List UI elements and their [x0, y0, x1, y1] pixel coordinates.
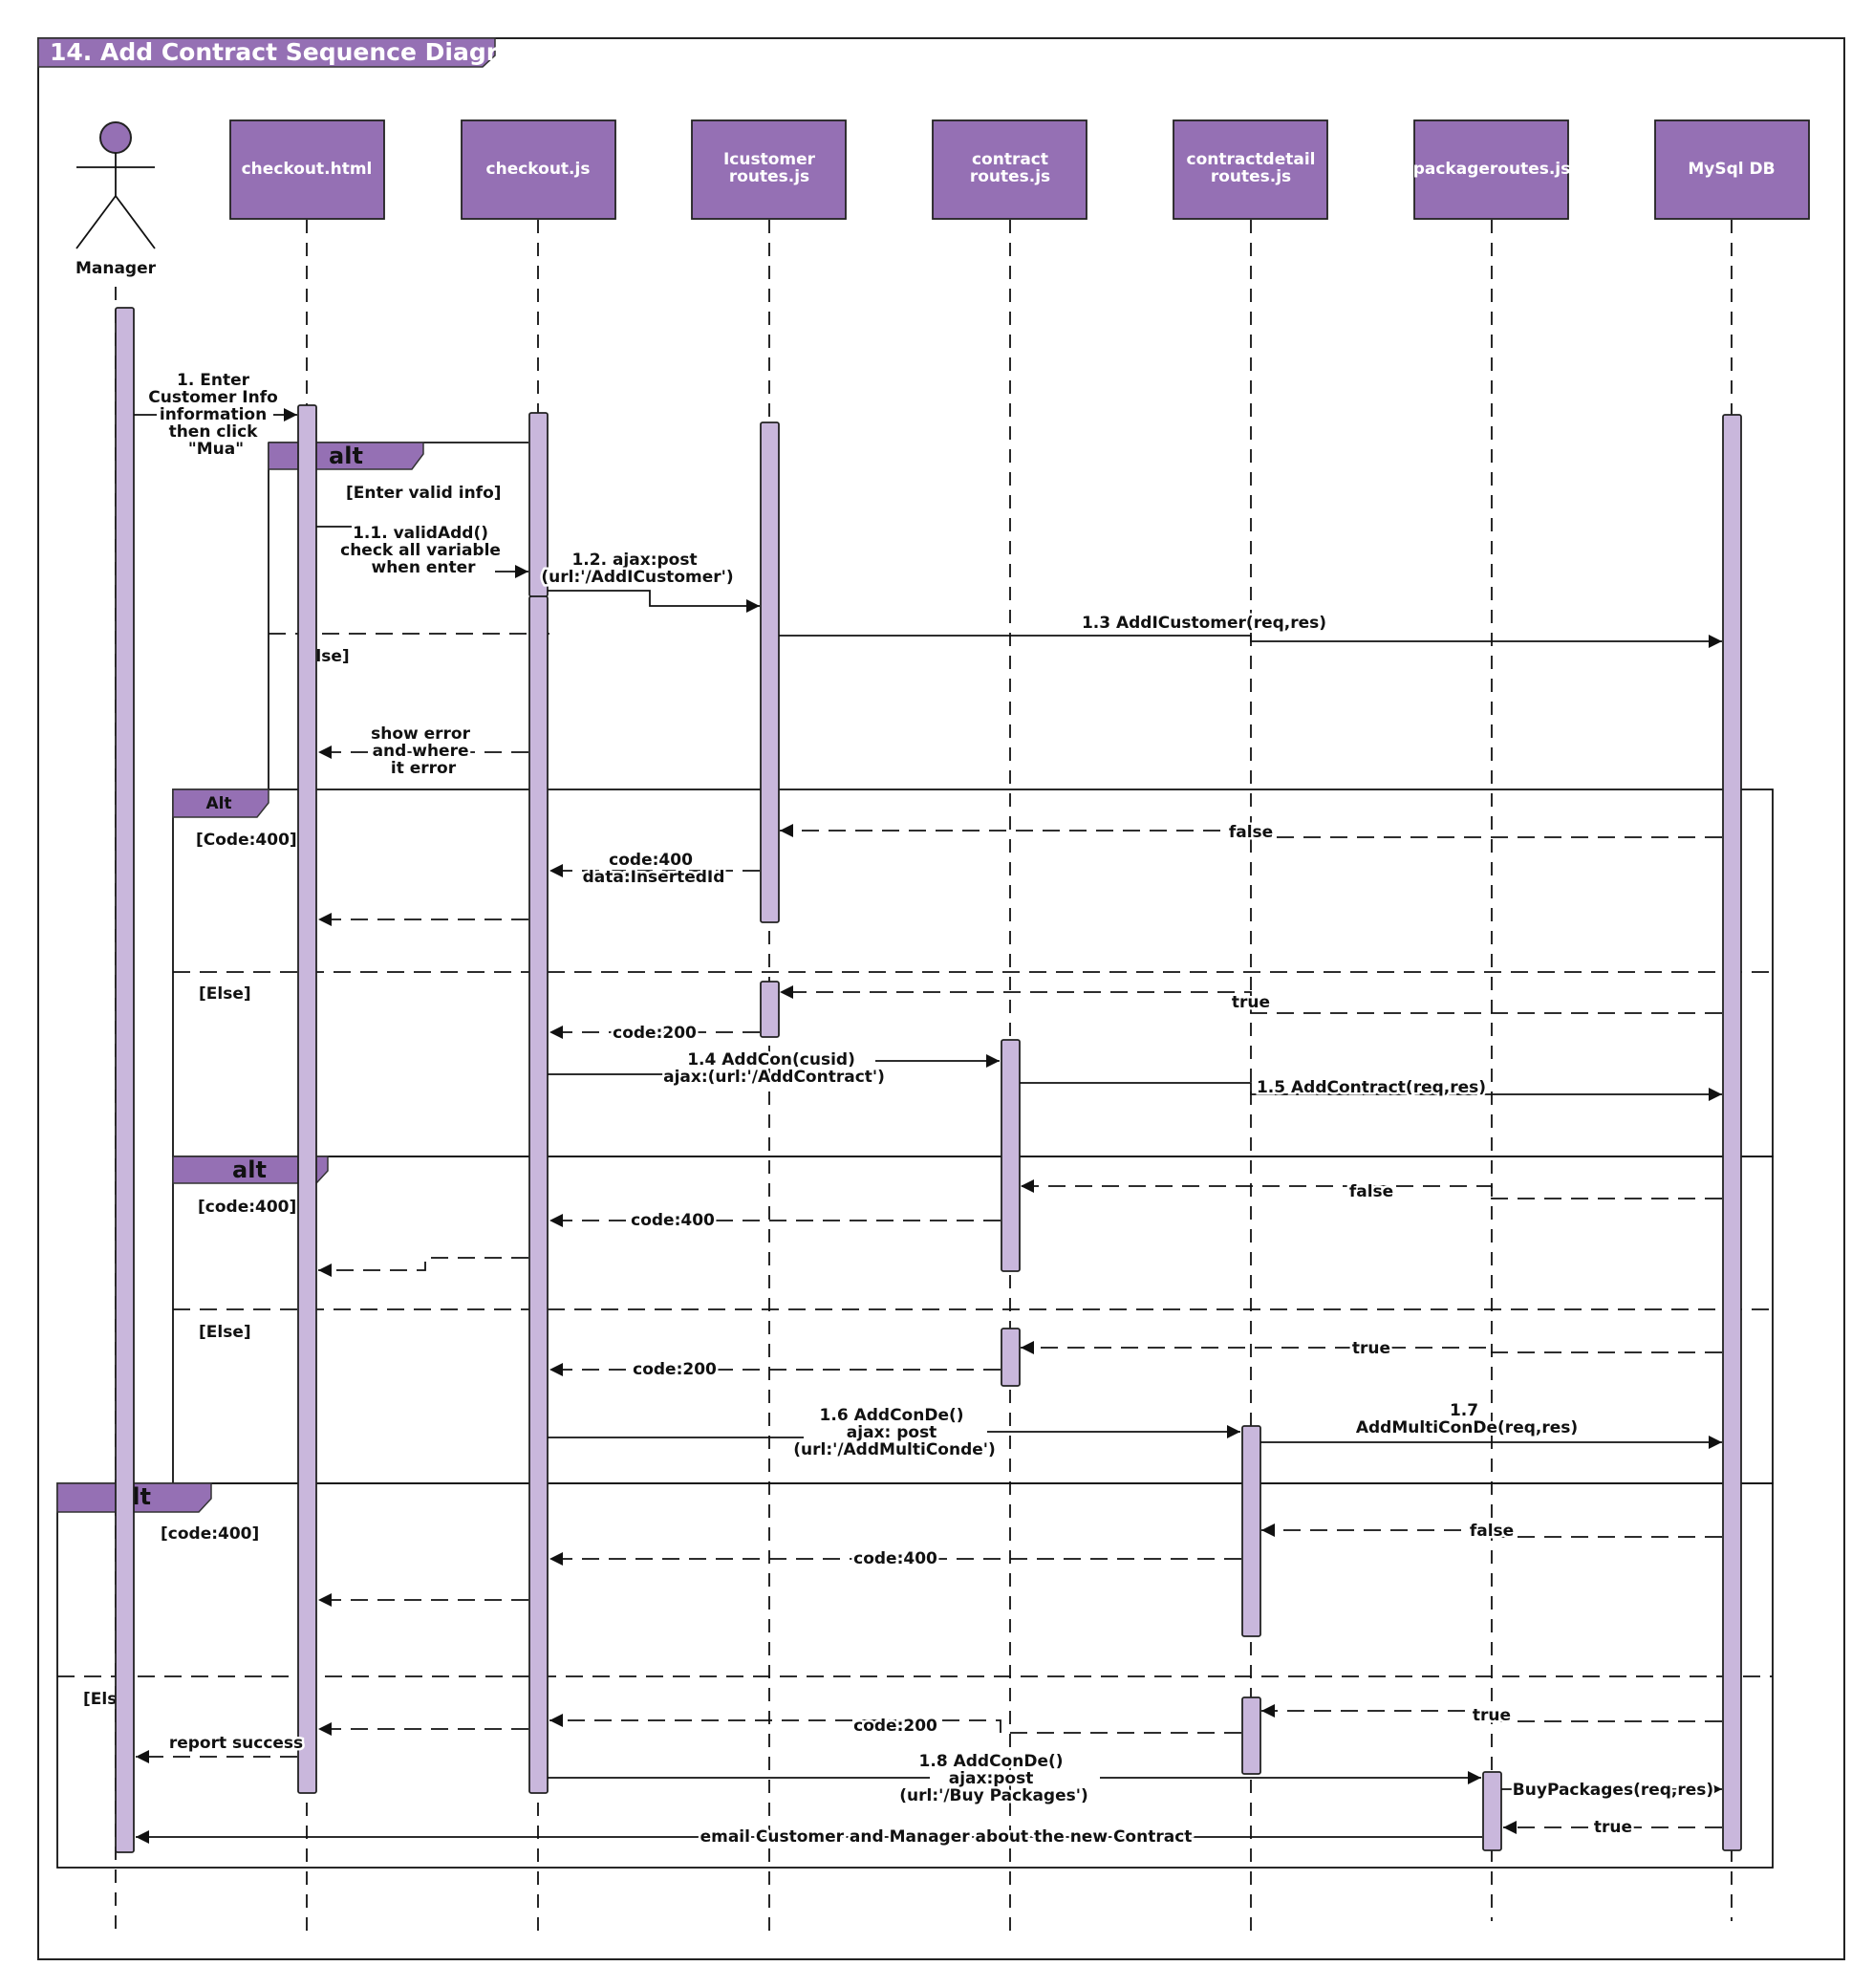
activation-bars — [115, 307, 1742, 1853]
activation-bar — [1722, 414, 1742, 1851]
fragment-operator: alt — [232, 1156, 267, 1183]
message-label: false — [1470, 1522, 1514, 1541]
fragment-guard: [Enter valid info] — [346, 484, 502, 503]
message-label: 1.2. ajax:post (url:'/AddICustomer') — [541, 551, 733, 587]
lifeline-label: packageroutes.js — [1413, 160, 1571, 179]
fragment-guard: [Code:400] — [196, 831, 297, 850]
message-label: code:400 data:InsertedId — [583, 851, 725, 887]
message-label: false — [1349, 1182, 1393, 1201]
actor-label: Manager — [75, 259, 157, 278]
message-label: report success — [169, 1734, 303, 1753]
message-label: 1.8 AddConDe() ajax:post (url:'/Buy Pack… — [899, 1752, 1087, 1805]
activation-bar — [297, 404, 317, 1794]
lifeline-label-2: routes.js — [970, 167, 1050, 186]
activation-bar — [1241, 1696, 1261, 1775]
activation-bar — [760, 981, 780, 1038]
message-label: show error and where it error — [371, 724, 476, 778]
fragment-guard: [Else] — [199, 1323, 251, 1342]
message-label: code:400 — [631, 1211, 715, 1230]
message-label: code:200 — [853, 1717, 937, 1736]
message-label: true — [1352, 1339, 1390, 1358]
activation-bar — [760, 421, 780, 923]
lifeline-mysql-db: MySql DB — [1654, 119, 1810, 220]
activation-bar — [1241, 1425, 1261, 1637]
message-label: 1.1. validAdd() check all variable when … — [340, 524, 506, 577]
activation-bar — [528, 595, 549, 1794]
lifeline-checkout-html: checkout.html — [229, 119, 385, 220]
diagram-title-tab — [37, 37, 496, 68]
message-label: 1.6 AddConDe() ajax: post (url:'/AddMult… — [793, 1406, 996, 1459]
lifeline-label: checkout.html — [242, 160, 373, 179]
lifeline-lines — [115, 220, 1733, 1931]
diagram-frame — [37, 37, 1845, 1960]
message-label: code:400 — [853, 1549, 937, 1568]
lifeline-label: MySql DB — [1688, 160, 1775, 179]
message-label: 1.4 AddCon(cusid) ajax:(url:'/AddContrac… — [663, 1050, 885, 1087]
actor-head-icon — [99, 121, 132, 154]
lifeline-label: checkout.js — [486, 160, 591, 179]
fragment-operator: Alt — [205, 794, 231, 813]
fragment-operator: alt — [329, 443, 363, 469]
message-label: false — [1229, 823, 1273, 842]
message-label: 1.5 AddContract(req,res) — [1257, 1078, 1486, 1097]
message-label: email Customer and Manager about the new… — [700, 1827, 1193, 1847]
diagram-title: 14. Add Contract Sequence Diagram — [50, 38, 539, 66]
fragment-guard: [Else] — [199, 984, 251, 1004]
fragment-guard: [code:400] — [198, 1198, 296, 1217]
message-label: code:200 — [633, 1360, 717, 1379]
activation-bar — [1001, 1328, 1021, 1387]
message-label: code:200 — [613, 1024, 697, 1043]
lifeline-packageroutes: packageroutes.js — [1413, 119, 1571, 220]
activation-bar — [1001, 1039, 1021, 1272]
lifeline-label-2: routes.js — [729, 167, 809, 186]
message-label: 1.3 AddICustomer(req,res) — [1082, 614, 1326, 633]
message-label: 1. Enter Customer Info information then … — [148, 371, 283, 459]
fragment-guard: [code:400] — [161, 1524, 259, 1544]
lifeline-label: contract — [972, 150, 1048, 169]
alt-fragment-contract-code: alt [code:400] [Else] — [172, 1156, 1774, 1484]
message-label: true — [1473, 1706, 1511, 1725]
lifeline-label: Icustomer — [723, 150, 816, 169]
lifeline-label: contractdetail — [1187, 150, 1316, 169]
lifeline-checkout-js: checkout.js — [461, 119, 616, 220]
alt-fragment-icustomer-code: Alt [Code:400] [Else] — [172, 789, 1774, 1157]
lifeline-icustomer-routes: Icustomer routes.js — [691, 119, 847, 220]
activation-bar — [1482, 1771, 1502, 1851]
message-label: 1.7 AddMultiConDe(req,res) — [1356, 1401, 1578, 1437]
message-label: true — [1594, 1818, 1632, 1837]
lifeline-contractdetail-routes: contractdetail routes.js — [1173, 119, 1328, 220]
lifeline-contract-routes: contract routes.js — [932, 119, 1087, 220]
activation-bar — [115, 307, 135, 1853]
messages: 1. Enter Customer Info information then … — [134, 369, 1722, 1849]
message-label: true — [1232, 993, 1270, 1012]
lifeline-label-2: routes.js — [1211, 167, 1291, 186]
message-label: BuyPackages(req,res) — [1513, 1781, 1713, 1800]
manager-actor: Manager — [75, 121, 157, 278]
